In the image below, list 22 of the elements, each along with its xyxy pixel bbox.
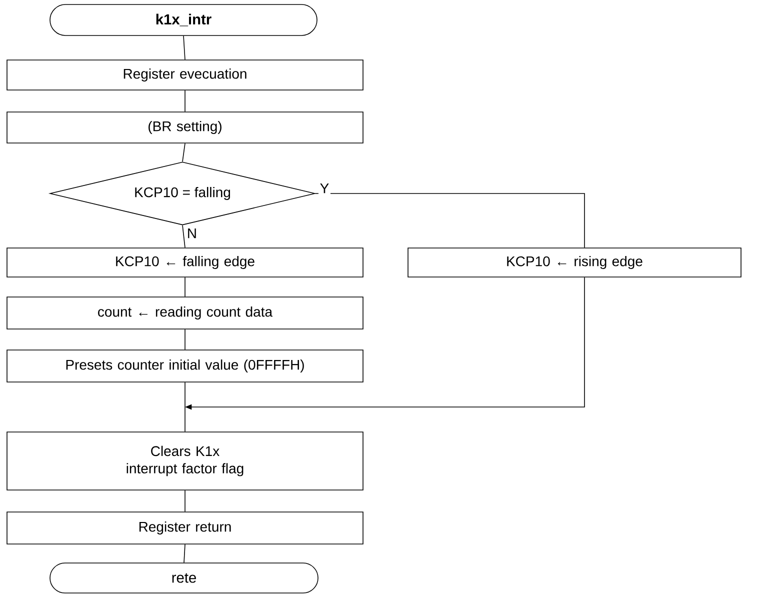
connector [182,224,186,248]
process-box: (BR setting) [6,112,364,144]
process-box: Clears K1x interrupt factor flag [6,432,364,490]
connector [182,142,186,162]
process-box: Register evecuation [6,60,364,90]
edge-label: N [186,227,198,240]
connector [184,90,186,112]
connector [184,490,186,512]
connector [184,329,186,350]
connector [183,36,186,60]
terminal-box: rete [50,562,318,594]
connector [184,277,186,297]
process-box: KCP10 ← rising edge [408,248,742,278]
connector [184,382,186,432]
process-box: count ← reading count data [6,296,364,330]
process-box: KCP10 ← falling edge [6,248,364,278]
process-box: Register return [6,512,364,544]
connector [184,544,186,563]
connector [315,193,585,248]
process-box: Presets counter initial value (0FFFFH) [6,350,364,382]
terminal-box: k1x_intr [50,4,318,36]
edge-label: Y [318,182,330,194]
